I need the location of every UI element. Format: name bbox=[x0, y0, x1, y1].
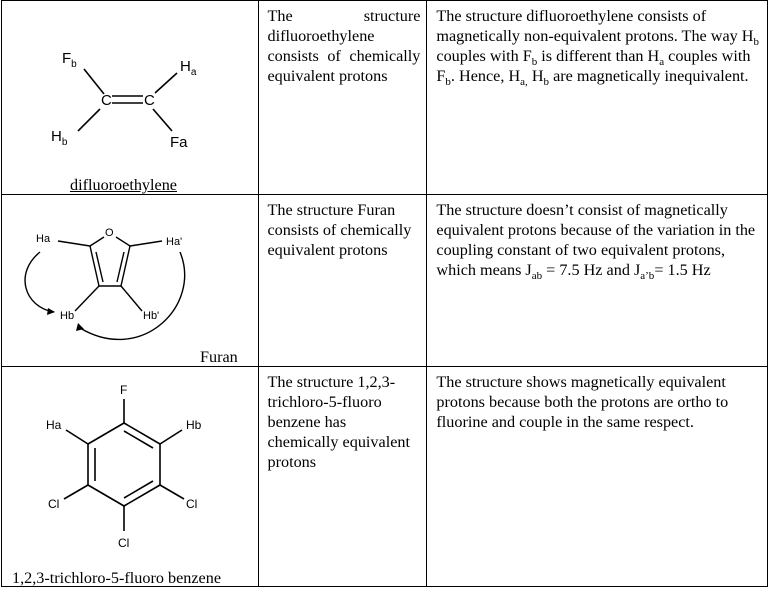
svg-text:O: O bbox=[105, 227, 114, 239]
chemical-equivalence-cell: The structure Furan consists of chemical… bbox=[257, 194, 428, 367]
structure-cell: Fb Ha C C Hb Fa difluoroethylene bbox=[1, 0, 259, 195]
svg-text:Ha: Ha bbox=[36, 233, 51, 245]
structure-caption: difluoroethylene bbox=[70, 176, 177, 194]
furan-structure: O Ha Ha' Hb Hb' bbox=[24, 227, 186, 341]
table-row: O Ha Ha' Hb Hb' Furan The structure Fura… bbox=[1, 194, 768, 367]
trichlorofluorobenzene-structure: F Ha Hb Cl Cl Cl bbox=[46, 383, 202, 550]
svg-text:Ha: Ha bbox=[180, 58, 197, 78]
svg-text:Cl: Cl bbox=[118, 536, 129, 550]
svg-text:C: C bbox=[101, 92, 112, 109]
svg-text:Cl: Cl bbox=[48, 497, 59, 511]
difluoroethylene-structure: Fb Ha C C Hb Fa bbox=[51, 50, 197, 151]
structure-caption: 1,2,3-trichloro-5-fluoro benzene bbox=[12, 569, 222, 587]
svg-text:Hb': Hb' bbox=[143, 310, 159, 322]
svg-text:Fa: Fa bbox=[170, 134, 188, 151]
chemical-equivalence-cell: The structure 1,2,3-trichloro-5-fluoro b… bbox=[257, 366, 428, 587]
chemical-equivalence-cell: The structure difluoroethylene consists … bbox=[257, 0, 428, 195]
chemical-equivalence-text: The structure Furan consists of chemical… bbox=[267, 201, 412, 259]
svg-text:C: C bbox=[144, 92, 155, 109]
table-row: Fb Ha C C Hb Fa difluoroethylene The str… bbox=[1, 0, 768, 195]
magnetic-equivalence-text: The structure difluoroethylene consists … bbox=[436, 7, 759, 89]
chemical-equivalence-text: The structure 1,2,3-trichloro-5-fluoro b… bbox=[267, 373, 410, 471]
chemical-equivalence-text: The structure difluoroethylene consists … bbox=[267, 7, 421, 85]
structure-cell: O Ha Ha' Hb Hb' Furan bbox=[1, 194, 259, 367]
structure-cell: F Ha Hb Cl Cl Cl 1,2,3-trichloro-5-fluor… bbox=[1, 366, 259, 587]
svg-text:Cl: Cl bbox=[186, 497, 197, 511]
svg-text:Hb: Hb bbox=[60, 310, 74, 322]
svg-text:Hb: Hb bbox=[186, 418, 202, 432]
magnetic-equivalence-cell: The structure doesn’t consist of magneti… bbox=[426, 194, 768, 367]
svg-text:Ha: Ha bbox=[46, 418, 62, 432]
svg-text:F: F bbox=[120, 383, 127, 397]
svg-text:Hb: Hb bbox=[51, 128, 68, 148]
table-row: F Ha Hb Cl Cl Cl 1,2,3-trichloro-5-fluor… bbox=[1, 366, 768, 587]
magnetic-equivalence-text: The structure doesn’t consist of magneti… bbox=[436, 201, 756, 283]
svg-text:Ha': Ha' bbox=[166, 236, 182, 248]
structure-caption: Furan bbox=[200, 348, 238, 366]
svg-text:Fb: Fb bbox=[62, 50, 77, 70]
magnetic-equivalence-cell: The structure shows magnetically equival… bbox=[426, 366, 768, 587]
magnetic-equivalence-cell: The structure difluoroethylene consists … bbox=[426, 0, 768, 195]
magnetic-equivalence-text: The structure shows magnetically equival… bbox=[436, 373, 729, 431]
